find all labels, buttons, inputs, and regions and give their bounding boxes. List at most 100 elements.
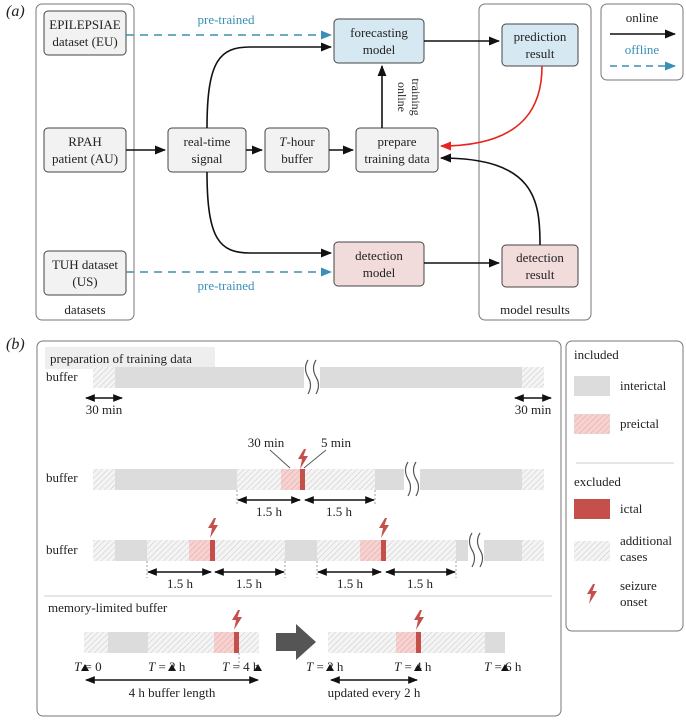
mem2-t2-marker xyxy=(326,664,334,671)
realtime-to-forecasting-arrow xyxy=(206,42,333,129)
mem2-t4-marker xyxy=(414,664,422,671)
row1-additional-right xyxy=(522,367,544,388)
mem2-t4-label: T = 4 h xyxy=(394,659,432,674)
epilepsiae-line2: dataset (EU) xyxy=(52,34,117,49)
row2-preictal xyxy=(281,469,300,490)
row2-5min-label: 5 min xyxy=(321,435,351,450)
mem1-additional-b xyxy=(148,632,214,653)
t-hour-italic: T xyxy=(279,134,287,149)
row3-interictal-b xyxy=(285,540,317,561)
row2-ictal xyxy=(300,469,305,490)
row3-break-mark xyxy=(468,532,484,568)
legend-excluded-heading: excluded xyxy=(574,474,621,489)
epilepsiae-box xyxy=(43,10,127,56)
row3-additional-left xyxy=(93,540,115,561)
t-hour-line1: T-hour xyxy=(279,134,315,149)
legend-ictal-swatch xyxy=(574,499,610,519)
legend-ictal-label: ictal xyxy=(620,501,643,516)
row3-seizure-onset-icon-b xyxy=(379,518,389,538)
realtime-line2: signal xyxy=(191,151,222,166)
t-hour-rest: -hour xyxy=(287,134,316,149)
mem1-t2-marker xyxy=(168,664,176,671)
rpah-line1: RPAH xyxy=(68,134,101,149)
row3-interictal-a xyxy=(115,540,147,561)
realtime-to-detection-arrow xyxy=(206,171,333,258)
row2-5min-leader xyxy=(303,449,327,469)
model-results-label: model results xyxy=(500,302,570,317)
datasets-group-frame xyxy=(35,3,135,321)
mem2-additional-a xyxy=(328,632,396,653)
row1-30min-left-label: 30 min xyxy=(86,402,123,417)
mem2-t6-symbol: T xyxy=(484,659,492,674)
mem1-interictal xyxy=(108,632,148,653)
row3-1-5h-label-2: 1.5 h xyxy=(236,576,263,591)
realtime-line1: real-time xyxy=(184,134,231,149)
legend-box-b xyxy=(565,340,684,632)
legend-seizure-line1: seizure xyxy=(620,578,657,593)
row3-label: buffer xyxy=(46,542,78,557)
legend-box-a xyxy=(600,3,684,81)
row1-label: buffer xyxy=(46,369,78,384)
prepare-line1: prepare xyxy=(378,134,417,149)
datasets-label: datasets xyxy=(64,302,105,317)
legend-preictal-label: preictal xyxy=(620,416,659,431)
mem2-seizure-onset-icon xyxy=(414,610,424,630)
row3-preictal-a xyxy=(189,540,210,561)
row3-additional-a xyxy=(147,540,189,561)
row2-additional-mid xyxy=(237,469,281,490)
mem2-t6-value: = 6 h xyxy=(491,659,522,674)
row3-additional-c xyxy=(317,540,360,561)
mem1-t0-symbol: T xyxy=(74,659,82,674)
row2-1-5h-left-label: 1.5 h xyxy=(256,504,283,519)
row2-30min-label: 30 min xyxy=(248,435,285,450)
legend-additional-swatch xyxy=(574,541,610,561)
row2-interictal-a xyxy=(115,469,237,490)
pretrained-bottom-label: pre-trained xyxy=(197,278,255,293)
detection-result-line2: result xyxy=(526,267,555,282)
row3-1-5h-label-3: 1.5 h xyxy=(337,576,364,591)
transition-arrow-icon xyxy=(276,624,316,660)
row2-additional-post xyxy=(305,469,375,490)
panel-b-label: (b) xyxy=(6,336,25,353)
row2-1-5h-right-label: 1.5 h xyxy=(326,504,353,519)
pretrained-top-label: pre-trained xyxy=(197,12,255,27)
row2-interictal-b xyxy=(375,469,522,490)
row3-1-5h-label-1: 1.5 h xyxy=(167,576,194,591)
row3-interictal-c xyxy=(456,540,522,561)
mem2-t2-symbol: T xyxy=(306,659,314,674)
mem1-preictal xyxy=(214,632,234,653)
mem1-additional-a xyxy=(84,632,108,653)
mem1-t4-marker xyxy=(254,664,262,671)
mem1-t0-value: = 0 xyxy=(81,659,101,674)
legend-interictal-swatch xyxy=(574,376,610,396)
online-training-line1: online xyxy=(395,82,409,112)
tuh-line1: TUH dataset xyxy=(52,257,118,272)
panel-b-frame xyxy=(36,340,562,717)
mem1-t4-label: T = 4 h xyxy=(222,659,260,674)
mem1-ictal xyxy=(234,632,239,653)
row3-ictal-a xyxy=(210,540,215,561)
legend-included-heading: included xyxy=(574,347,619,362)
detection-result-line1: detection xyxy=(516,250,564,265)
mem2-ictal xyxy=(416,632,421,653)
mem2-t2-value: = 2 h xyxy=(313,659,344,674)
tuh-line2: (US) xyxy=(72,274,97,289)
legend-additional-line2: cases xyxy=(620,549,647,564)
detection-model-line1: detection xyxy=(355,248,403,263)
training-title-bg xyxy=(45,347,215,369)
mem1-seizure-onset-icon xyxy=(232,610,242,630)
prediction-line1: prediction xyxy=(514,29,567,44)
mem1-t2-symbol: T xyxy=(148,659,156,674)
detection-model-box xyxy=(333,241,425,287)
prediction-feedback-arrow xyxy=(439,65,543,151)
forecasting-line2: model xyxy=(363,42,396,57)
mem1-additional-c xyxy=(239,632,259,653)
legend-online-label: online xyxy=(626,10,659,25)
mem1-t0-label: T = 0 xyxy=(74,659,102,674)
panel-a-label: (a) xyxy=(6,3,25,20)
mem2-additional-b xyxy=(421,632,485,653)
prediction-result-box xyxy=(501,23,579,67)
row3-1-5h-label-4: 1.5 h xyxy=(407,576,434,591)
row3-additional-b xyxy=(215,540,285,561)
t-hour-line2: buffer xyxy=(281,151,313,166)
